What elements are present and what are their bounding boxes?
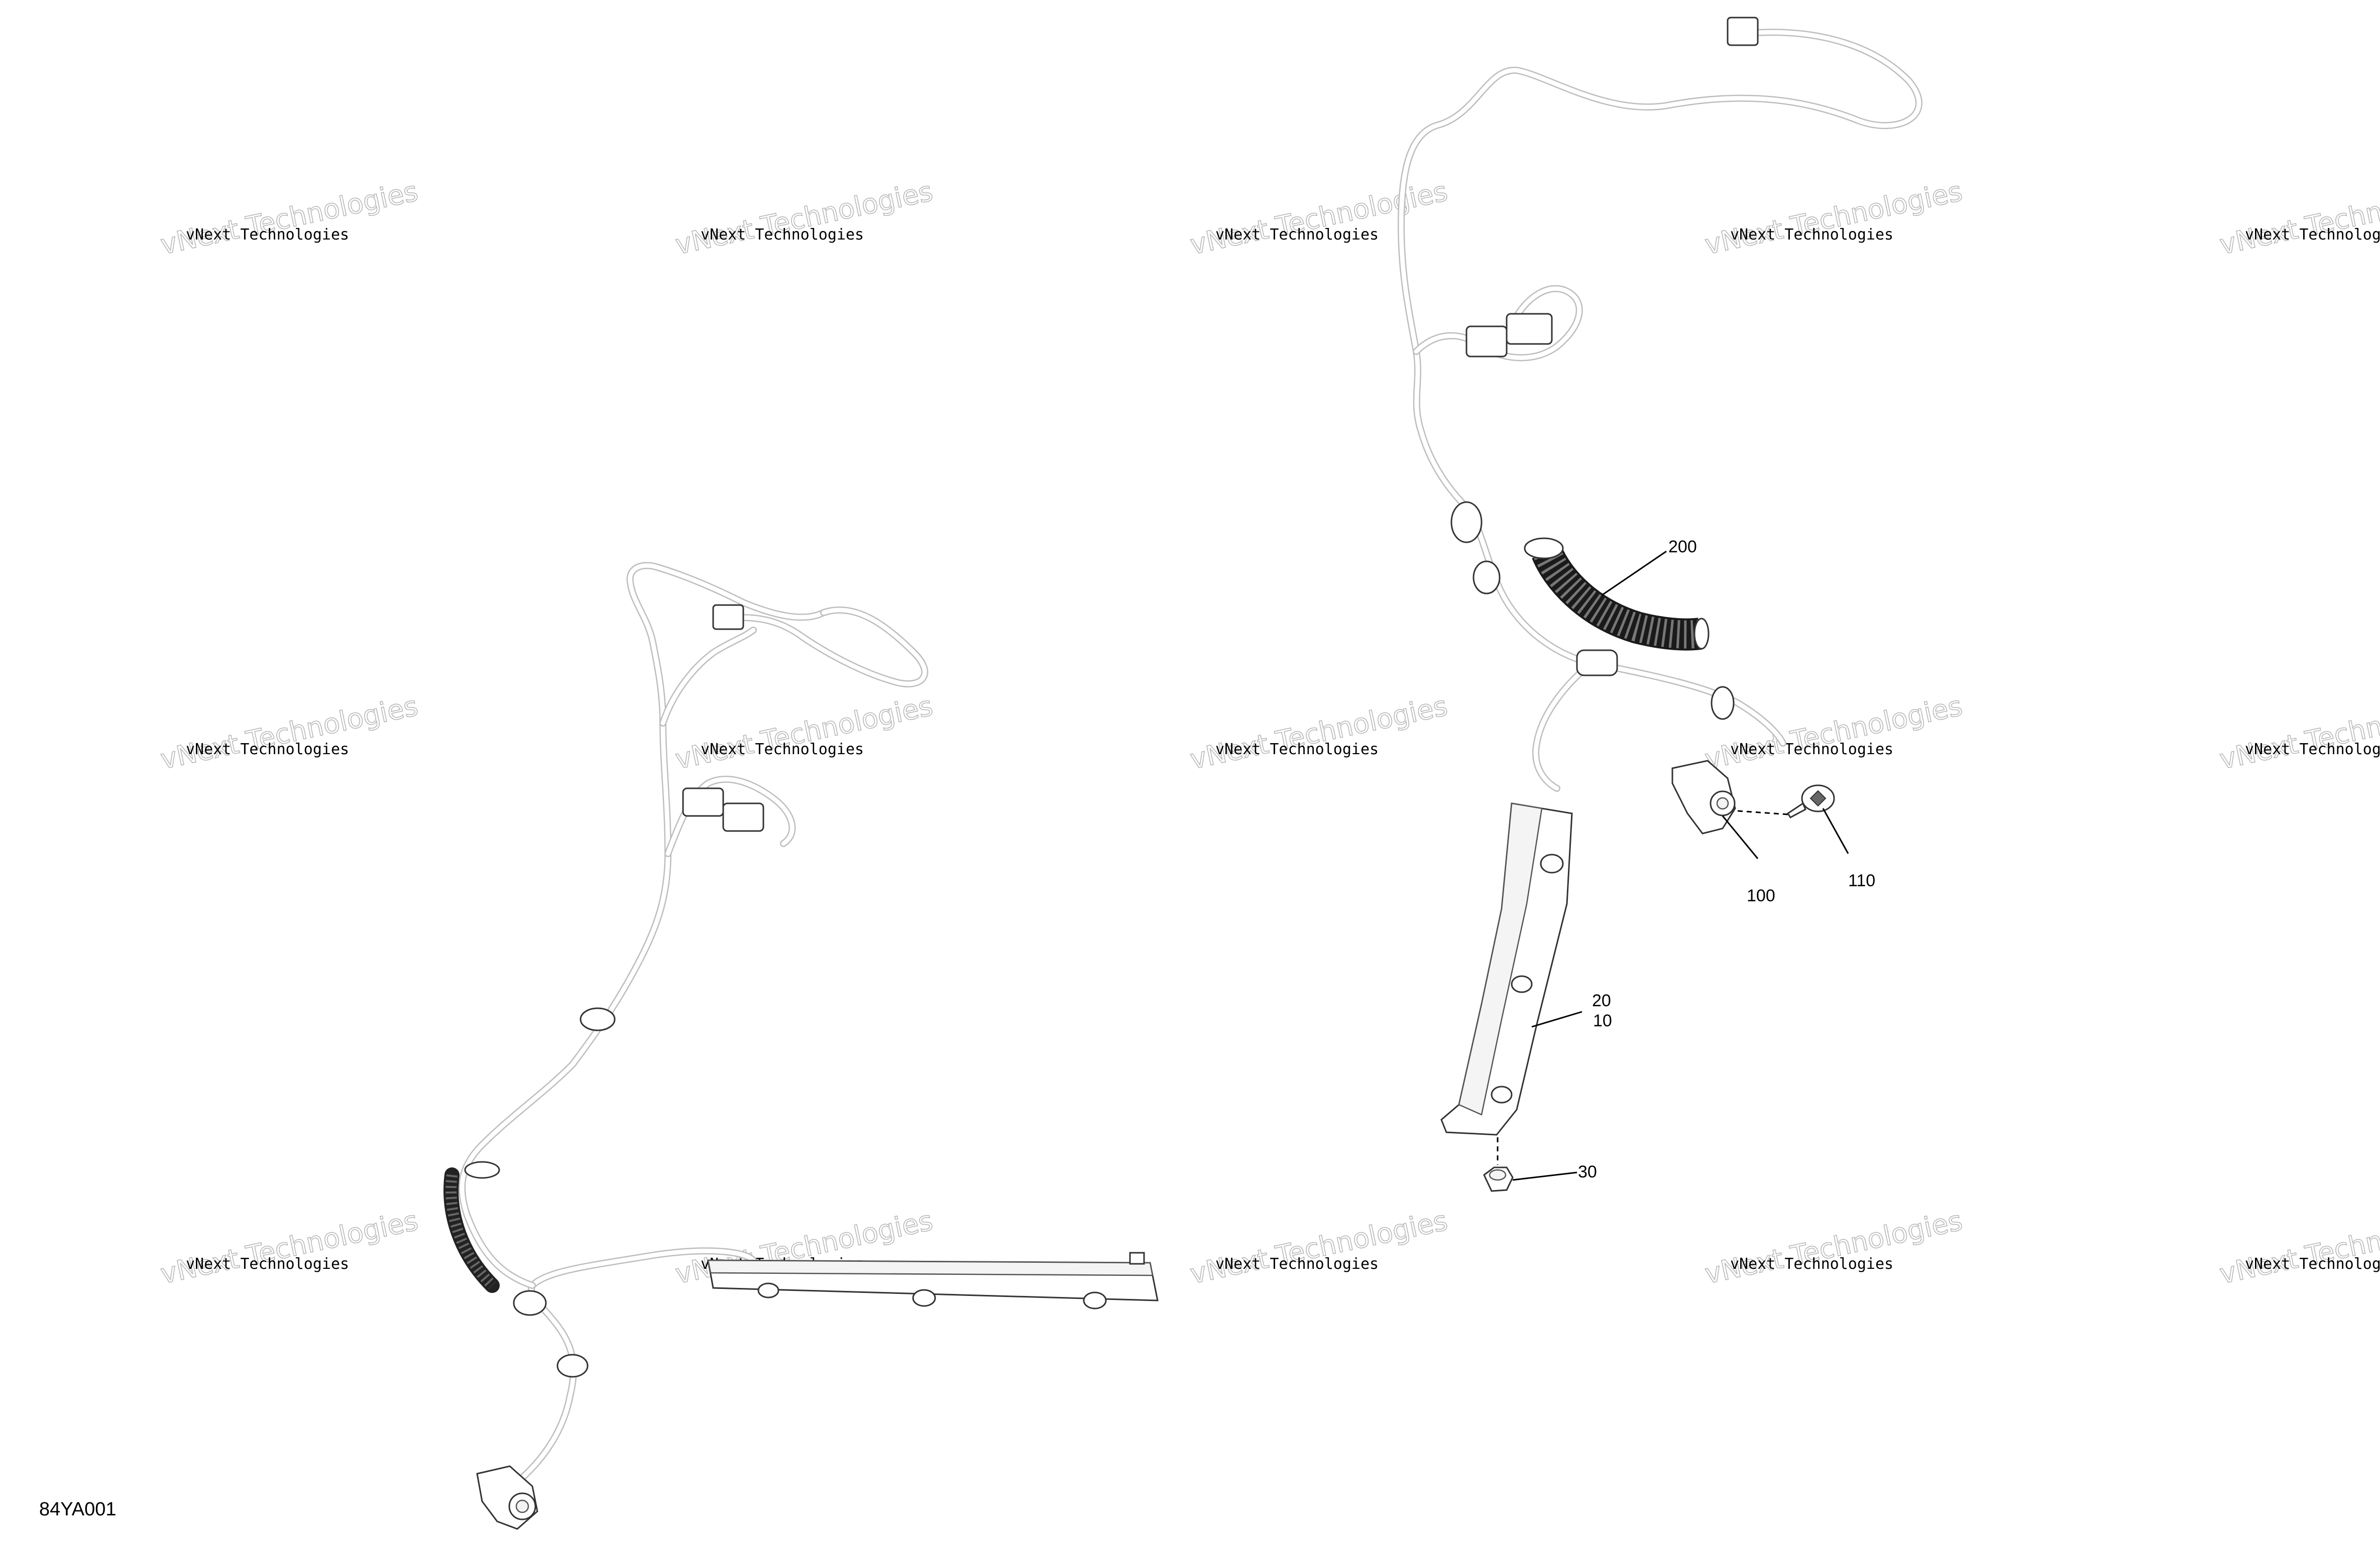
harness-connector [1465,325,1508,358]
harness-connector [682,787,724,817]
leader-lines [1512,550,1849,1181]
watermark-text: vNext Technologies [2245,741,2380,758]
harness-connector [1727,17,1759,46]
harness-grommet [556,1354,589,1378]
watermark-text: vNext Technologies [186,741,349,758]
watermark-outline-text: vNext Technologies [1187,175,1450,261]
speed-sensor-left [476,1465,538,1530]
callout-110: 110 [1848,871,1875,890]
speed-sensor-100 [1671,760,1736,835]
watermark-outline-text: vNext Technologies [2217,175,2380,261]
watermark-text: vNext Technologies [1730,741,1893,758]
corrugated-conduit [443,1167,500,1293]
watermark-outline-text: vNext Technologies [2217,690,2380,775]
callout-labels: 200 100 110 20 10 30 [1578,537,1875,1181]
watermark-outline-text: vNext Technologies [158,175,421,261]
harness-connector [712,604,744,630]
watermark-text: vNext Technologies [1215,741,1379,758]
torx-screw-110 [1786,784,1835,818]
assembly-line [1737,810,1788,815]
watermark-text: vNext Technologies [186,1255,349,1273]
watermark-text: vNext Technologies [701,226,864,244]
left-wiring-harness [443,562,1159,1530]
corrugated-tube-200 [1524,537,1710,651]
watermark-text: vNext Technologies [701,741,864,758]
harness-grommet [580,1007,616,1031]
watermark-outline-text: vNext Technologies [1187,690,1450,775]
harness-grommet [1450,501,1483,543]
callout-100: 100 [1747,886,1775,905]
watermark-outline-text: vNext Technologies [672,175,936,261]
watermark-outline-text: vNext Technologies [158,690,421,775]
watermark-outline-text: vNext Technologies [1187,1205,1450,1290]
watermark-text: vNext Technologies [2245,226,2380,244]
nut-30 [1483,1166,1514,1192]
watermark-outline-text: vNext Technologies [158,1205,421,1290]
callout-30: 30 [1578,1162,1597,1181]
harness-clamp [464,1161,500,1179]
watermark-outline-text: vNext Technologies [1702,1205,1965,1290]
harness-connector [1506,313,1553,345]
right-wiring-harness [1398,17,1922,792]
harness-connector [722,802,764,832]
watermark-text: vNext Technologies [1730,226,1893,244]
watermark-outline-text: vNext Technologies [672,690,936,775]
harness-grommet [1472,560,1501,595]
watermark-outline-text: vNext Technologies [2217,1205,2380,1290]
watermark-outline-text: vNext Technologies [1702,175,1965,261]
watermark-text: vNext Technologies [186,226,349,244]
callout-10: 10 [1593,1011,1612,1030]
watermark-text: vNext Technologies [2245,1255,2380,1273]
harness-grommet [1711,686,1735,720]
diagram-reference-code: 84YA001 [39,1499,117,1520]
watermark-text: vNext Technologies [1215,1255,1379,1273]
support-bracket-20-10 [1440,802,1573,1136]
mounting-rail-left [707,1252,1159,1310]
watermark-text: vNext Technologies [1730,1255,1893,1273]
watermark-text: vNext Technologies [1215,226,1379,244]
harness-sleeve [1576,649,1618,676]
callout-20: 20 [1592,991,1611,1010]
callout-200: 200 [1668,537,1697,556]
harness-grommet [513,1290,547,1316]
